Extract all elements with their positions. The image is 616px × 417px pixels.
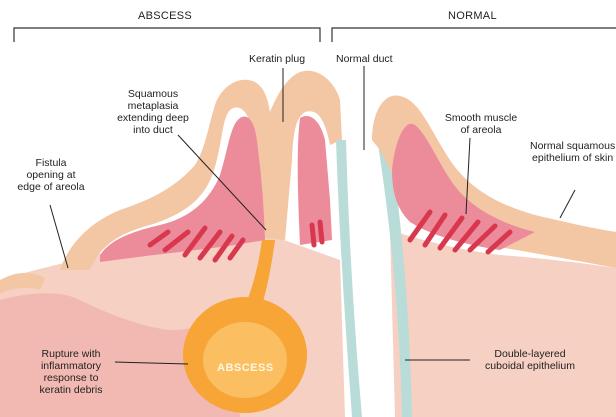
- squamous-line-4: into duct: [108, 124, 198, 136]
- squamous-line-2: metaplasia: [108, 100, 198, 112]
- fistula-line-1: Fistula: [8, 157, 94, 169]
- rupture-line-2: inflammatory: [25, 360, 117, 372]
- abscess-bracket: [14, 28, 320, 42]
- normal-duct-label: Normal duct: [336, 53, 393, 65]
- double-layered-label: Double-layered cuboidal epithelium: [470, 348, 590, 372]
- squamous-metaplasia-label: Squamous metaplasia extending deep into …: [108, 88, 198, 136]
- fistula-line-2: opening at: [8, 169, 94, 181]
- fistula-label: Fistula opening at edge of areola: [8, 157, 94, 193]
- normal-squamous-line-2: epithelium of skin: [530, 152, 615, 164]
- normal-squamous-label: Normal squamous epithelium of skin: [530, 140, 615, 164]
- keratin-plug-label: Keratin plug: [249, 53, 305, 65]
- normal-squamous-line-1: Normal squamous: [530, 140, 615, 152]
- abscess-center-label: ABSCESS: [217, 362, 274, 374]
- smooth-muscle-label: Smooth muscle of areola: [441, 112, 521, 136]
- abscess-header: ABSCESS: [138, 10, 192, 22]
- double-layered-line-2: cuboidal epithelium: [470, 360, 590, 372]
- rupture-line-3: response to: [25, 372, 117, 384]
- fistula-line-3: edge of areola: [8, 181, 94, 193]
- rupture-line-1: Rupture with: [25, 348, 117, 360]
- normal-header: NORMAL: [448, 10, 497, 22]
- smooth-muscle-line-1: Smooth muscle: [441, 112, 521, 124]
- rupture-label: Rupture with inflammatory response to ke…: [25, 348, 117, 396]
- squamous-line-3: extending deep: [108, 112, 198, 124]
- rupture-line-4: keratin debris: [25, 384, 117, 396]
- header-brackets: [14, 28, 616, 42]
- smooth-muscle-line-2: of areola: [441, 124, 521, 136]
- areola-duct-wall: [298, 116, 332, 245]
- squamous-line-1: Squamous: [108, 88, 198, 100]
- double-layered-line-1: Double-layered: [470, 348, 590, 360]
- normal-bracket: [332, 28, 616, 42]
- abscess-core: [203, 322, 287, 398]
